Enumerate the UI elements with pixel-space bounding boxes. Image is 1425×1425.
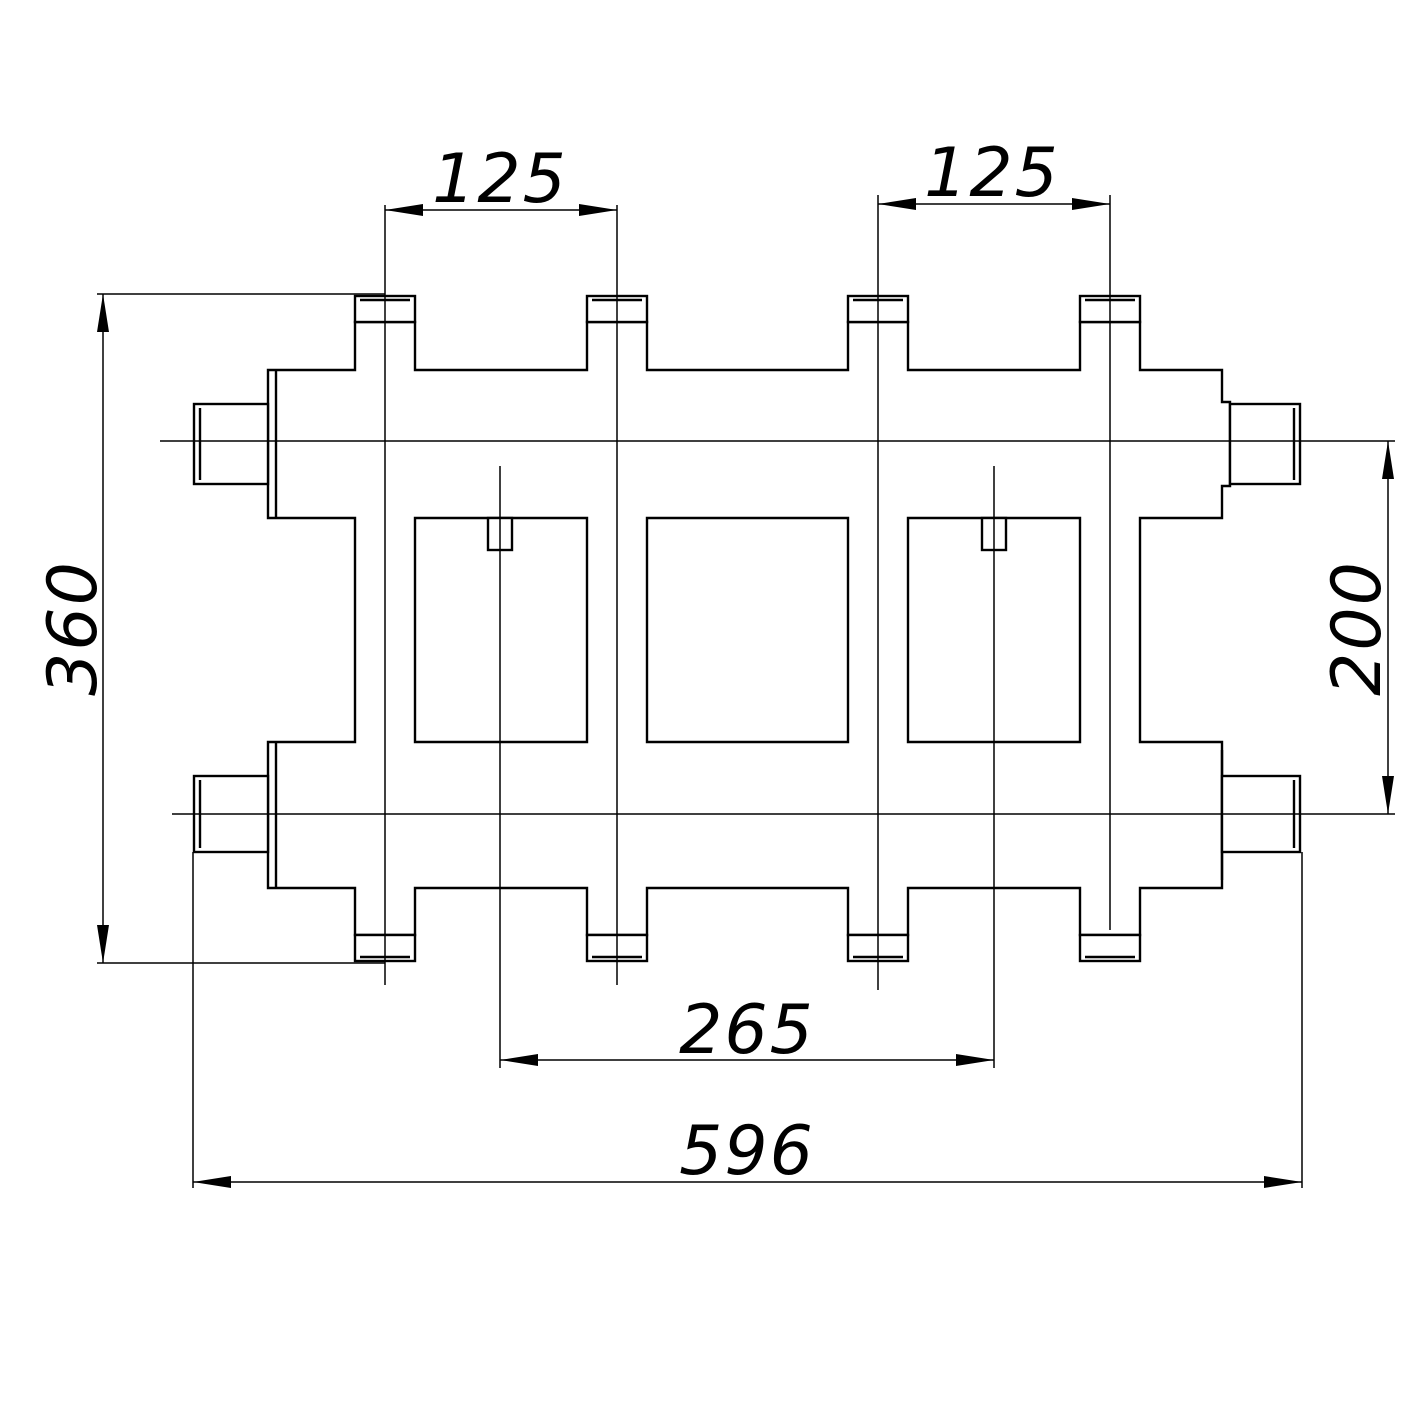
dim-width-arrow-left — [193, 1176, 231, 1188]
dim-top-left-arrow-left — [385, 204, 423, 216]
center-lines — [160, 195, 1395, 1068]
dim-label-overall-height: 360 — [34, 560, 113, 696]
dim-top-left-arrow-right — [579, 204, 617, 216]
nipple-left-top — [192, 402, 270, 486]
dim-top-right-arrow-right — [1072, 198, 1110, 210]
top-caps — [353, 294, 1142, 324]
dim-axis-arrow-bottom — [1382, 776, 1394, 814]
dim-label-top-left: 125 — [432, 140, 568, 219]
dim-width-arrow-right — [1264, 1176, 1302, 1188]
dim-label-top-right: 125 — [924, 134, 1060, 213]
window-1 — [413, 516, 589, 744]
dim-height-arrow-top — [97, 294, 109, 332]
dim-label-overall-width: 596 — [679, 1112, 815, 1191]
dim-inner-arrow-right — [956, 1054, 994, 1066]
dim-inner-arrow-left — [500, 1054, 538, 1066]
manifold-body — [266, 320, 1232, 937]
dim-axis-arrow-top — [1382, 441, 1394, 479]
dim-top-right-arrow-left — [878, 198, 916, 210]
dim-label-inner: 265 — [679, 991, 815, 1070]
dim-height-arrow-bottom — [97, 925, 109, 963]
dimension-labels: 125 125 360 200 265 596 — [34, 134, 1397, 1191]
dimension-lines — [97, 198, 1394, 1188]
bottom-caps — [353, 933, 1142, 963]
dim-label-axis-spacing: 200 — [1318, 560, 1397, 696]
nipple-right-top — [1228, 402, 1302, 486]
window-2 — [645, 516, 850, 744]
